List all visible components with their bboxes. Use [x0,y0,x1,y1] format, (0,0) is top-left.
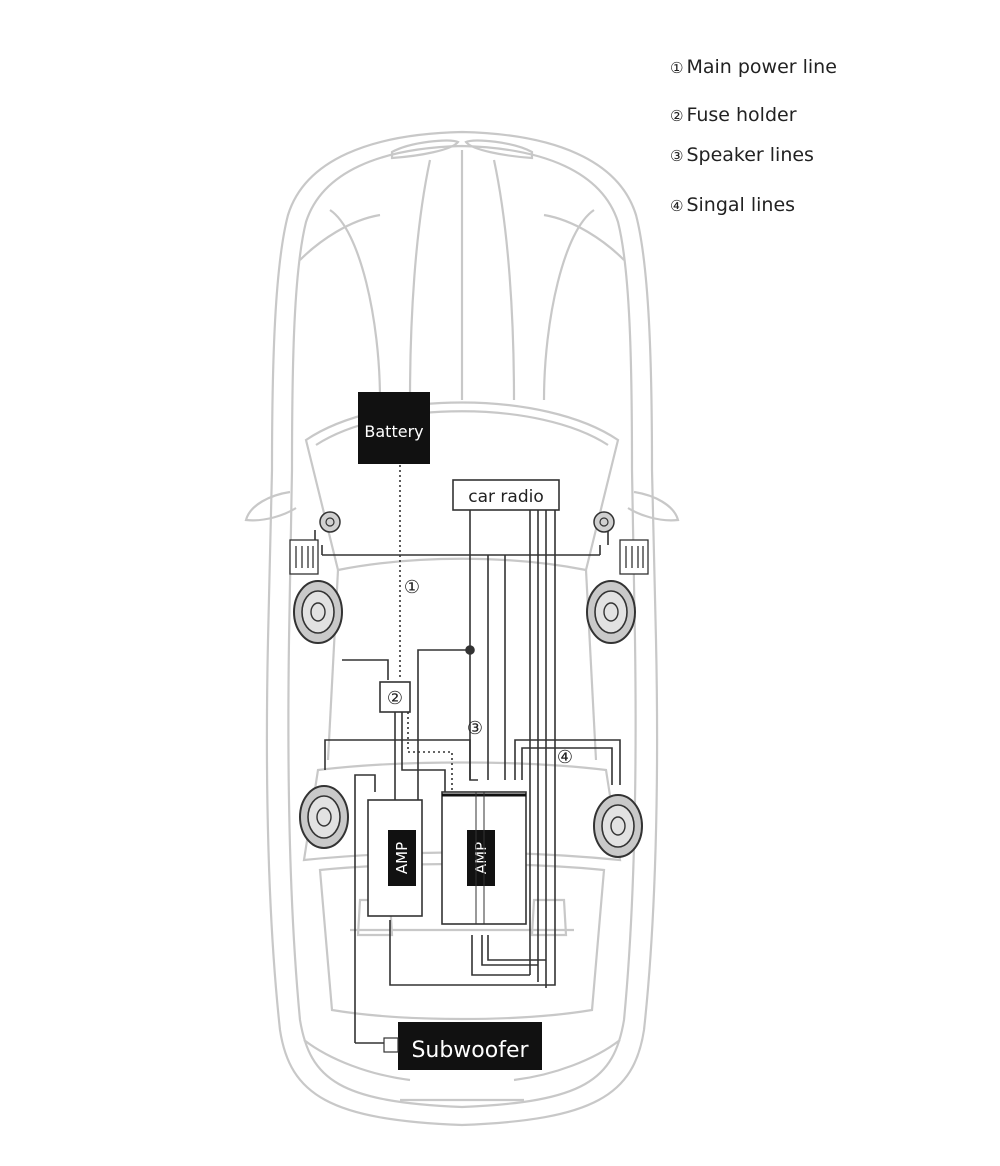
fuse-marker: ② [387,688,403,709]
legend-label: Main power line [686,56,837,78]
crossover-right [619,539,649,575]
speaker-front-right [586,580,636,644]
battery: Battery [358,392,430,464]
main-power-marker: ① [404,577,420,598]
tweeter-right [593,511,615,533]
crossover-left [289,539,319,575]
wiring [314,465,621,1044]
amp-right: AMP [441,791,527,925]
speaker-front-left [293,580,343,644]
speaker-rear-right [593,794,643,858]
legend-num: ③ [670,147,684,165]
subwoofer-label: Subwoofer [411,1038,529,1063]
subwoofer: Subwoofer [383,1022,542,1070]
amp-left-label: AMP [393,842,411,874]
amp-left: AMP [367,799,423,917]
legend-num: ① [670,59,684,77]
signal-marker: ④ [557,747,573,768]
legend-label: Speaker lines [686,144,814,166]
car-radio-label: car radio [468,487,543,507]
legend-label: Fuse holder [686,104,797,126]
speaker-rear-left [299,785,349,849]
amp-right-label: AMP [472,842,490,874]
battery-label: Battery [364,422,423,441]
legend-label: Singal lines [686,194,796,216]
legend-num: ④ [670,197,684,215]
legend-num: ② [670,107,684,125]
speaker-marker: ③ [467,718,483,739]
car-radio: car radio [452,479,560,511]
tweeter-left [319,511,341,533]
fuse-to-amp2-line [401,712,446,792]
fuse-holder: ② [379,681,411,713]
